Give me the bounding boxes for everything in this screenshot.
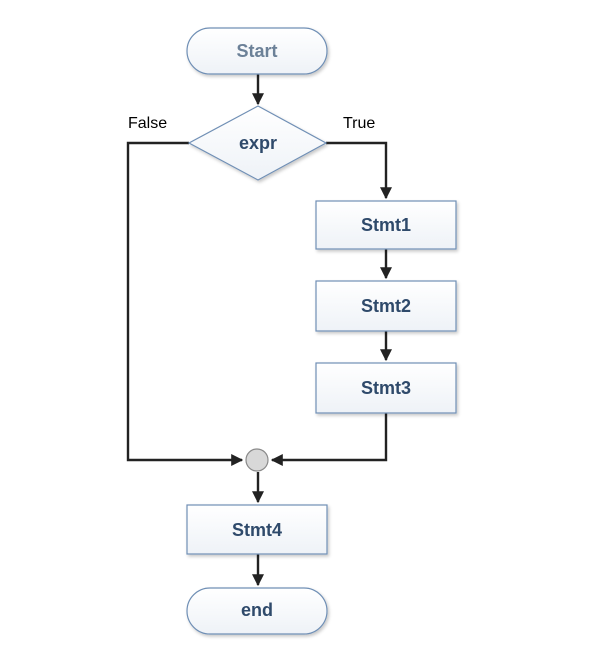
stmt1-node: Stmt1	[315, 200, 457, 250]
end-label: end	[241, 600, 273, 620]
false-branch-label: False	[128, 115, 167, 132]
stmt4-node: Stmt4	[186, 504, 328, 555]
end-node: end	[186, 587, 328, 635]
stmt4-label: Stmt4	[232, 520, 282, 540]
decision-label: expr	[239, 133, 277, 153]
stmt1-label: Stmt1	[361, 215, 411, 235]
stmt2-label: Stmt2	[361, 296, 411, 316]
edge-false-to-junction	[126, 141, 244, 466]
start-node: Start	[186, 27, 328, 75]
junction-circle	[245, 448, 269, 472]
stmt2-node: Stmt2	[315, 280, 457, 332]
decision-node: expr	[187, 105, 328, 181]
true-branch-label: True	[343, 115, 375, 132]
stmt3-label: Stmt3	[361, 378, 411, 398]
edge-stmt3-to-junction	[270, 413, 388, 466]
stmt3-node: Stmt3	[315, 362, 457, 414]
edge-true-to-stmt1	[326, 141, 392, 200]
start-label: Start	[236, 41, 277, 61]
